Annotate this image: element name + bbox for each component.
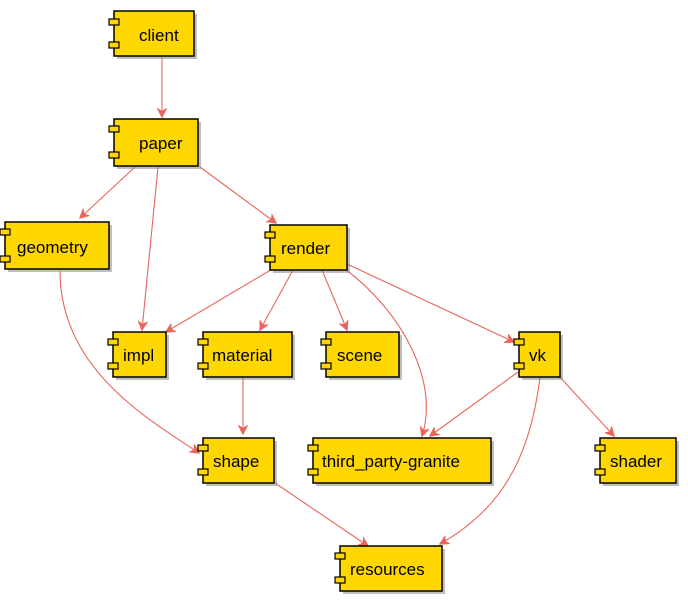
edge-render-scene — [321, 269, 347, 330]
component-label: impl — [123, 346, 154, 365]
component-geometry: geometry — [0, 221, 112, 272]
components: client paper geometry render — [0, 10, 679, 594]
component-client: client — [108, 10, 197, 59]
edge-paper-geometry — [80, 166, 136, 218]
component-shader: shader — [594, 437, 679, 486]
edge-vk-third-party-granite — [430, 371, 519, 436]
component-material: material — [197, 331, 295, 380]
component-label: paper — [139, 134, 183, 153]
edge-geometry-shape — [59, 270, 199, 453]
edge-render-material — [260, 269, 294, 330]
component-render: render — [264, 224, 350, 273]
component-shape: shape — [197, 437, 277, 486]
edge-render-vk — [346, 263, 514, 342]
edge-vk-shader — [557, 374, 614, 436]
component-label: scene — [337, 346, 382, 365]
edge-shape-resources — [274, 482, 368, 546]
component-label: client — [139, 26, 179, 45]
component-resources: resources — [334, 545, 445, 594]
component-label: material — [212, 346, 272, 365]
component-paper: paper — [108, 118, 201, 169]
component-label: shape — [213, 452, 259, 471]
component-third-party-granite: third_party-granite — [307, 437, 494, 486]
edge-paper-impl — [142, 166, 159, 330]
dependency-edges — [59, 57, 614, 546]
component-scene: scene — [320, 331, 402, 380]
component-label: render — [281, 239, 330, 258]
component-label: resources — [350, 560, 425, 579]
component-impl: impl — [107, 331, 169, 380]
component-label: geometry — [17, 238, 88, 257]
component-label: vk — [529, 346, 547, 365]
component-vk: vk — [513, 331, 563, 380]
edge-render-impl — [166, 267, 275, 332]
component-label: third_party-granite — [322, 452, 460, 471]
edge-paper-render — [199, 166, 276, 223]
edge-vk-resources — [440, 376, 541, 544]
edge-render-third-party-granite — [344, 268, 426, 436]
component-label: shader — [610, 452, 662, 471]
